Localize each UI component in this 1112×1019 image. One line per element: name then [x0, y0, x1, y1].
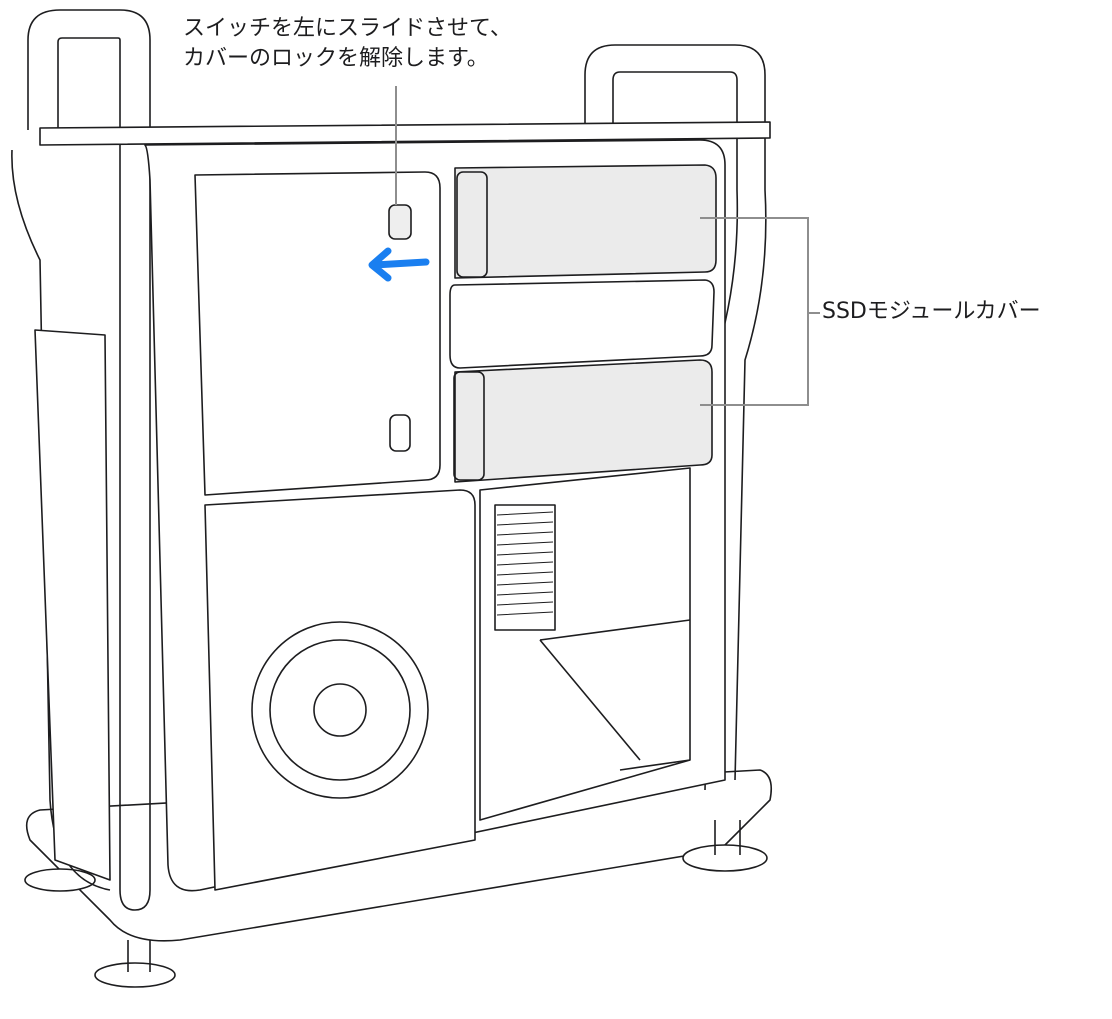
upper-left-panel: [194, 171, 441, 496]
slide-left-arrow-icon: [368, 247, 430, 282]
cover-lock-switch: [388, 204, 412, 240]
ssd-cover-top: [454, 164, 717, 279]
left-handle: [27, 9, 151, 911]
pcie-slots: [34, 329, 111, 881]
callout-line-1: スイッチを左にスライドさせて、: [183, 16, 512, 41]
ssd-module-cover-callout: SSDモジュールカバー: [822, 299, 1041, 324]
vent: [494, 504, 556, 631]
callout-line-2: カバーのロックを解除します。: [183, 46, 489, 71]
fan: [251, 621, 429, 799]
ssd-cover-bottom: [454, 359, 713, 483]
foot: [94, 962, 176, 988]
lower-switch: [389, 414, 411, 452]
ssd-bracket: [700, 217, 820, 406]
foot: [682, 844, 768, 872]
right-handle: [584, 44, 767, 781]
switch-unlock-callout: スイッチを左にスライドさせて、 カバーのロックを解除します。: [183, 14, 512, 74]
ssd-module-middle: [449, 279, 715, 369]
